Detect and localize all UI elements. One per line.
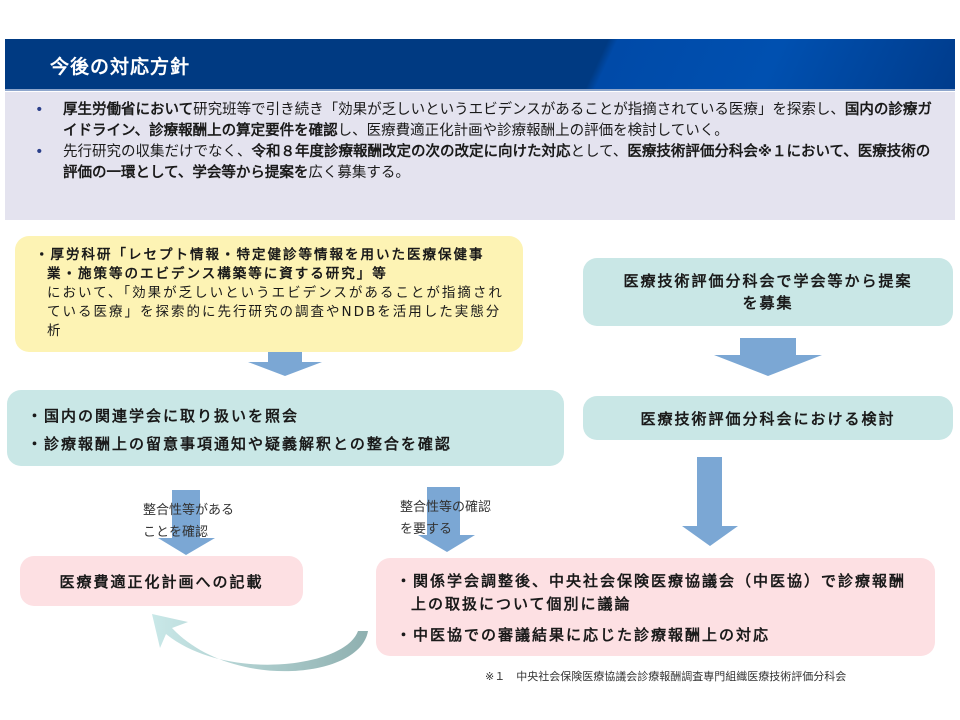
- policy-item: 先行研究の収集だけでなく、令和８年度診療報酬改定の次の改定に向けた対応として、医…: [35, 142, 935, 184]
- arrow-down-icon: [682, 457, 738, 546]
- research-description: において、「効果が乏しいというエビデンスがあることが指摘されている医療」を探索的…: [47, 285, 504, 339]
- research-box: ・厚労科研「レセプト情報・特定健診等情報を用いた医療保健事業・施策等のエビデンス…: [15, 236, 523, 352]
- confirmation-required-label: 整合性等の確認を要する: [400, 500, 492, 537]
- emphasis-text: 国内の診療ガイドライン、診療報酬上の算定要件を確認: [63, 102, 932, 139]
- policy-item: 厚生労働省において研究班等で引き続き「効果が乏しいというエビデンスがあることが指…: [35, 100, 935, 142]
- body-text: 先行研究の収集だけでなく、: [63, 144, 252, 160]
- body-text: 広く募集する。: [308, 165, 410, 181]
- footnote: ※１ 中央社会保険医療協議会診療報酬調査専門組織医療技術評価分科会: [485, 670, 847, 683]
- society-inquiry-box: ・国内の関連学会に取り扱いを照会 ・診療報酬上の留意事項通知や疑義解釈との整合を…: [7, 390, 564, 466]
- policy-summary: 厚生労働省において研究班等で引き続き「効果が乏しいというエビデンスがあることが指…: [5, 92, 955, 220]
- plan-box: 医療費適正化計画への記載: [20, 556, 303, 606]
- review-text: 医療技術評価分科会における検討: [640, 409, 896, 428]
- page-title: 今後の対応方針: [50, 56, 191, 78]
- body-text: し、医療費適正化計画や診療報酬上の評価を検討していく。: [337, 123, 729, 139]
- arrow-down-icon: [418, 487, 475, 552]
- plan-text: 医療費適正化計画への記載: [59, 572, 264, 591]
- proposal-call-text: 医療技術評価分科会で学会等から提案を募集: [623, 272, 913, 312]
- arrow-down-icon: [248, 352, 322, 376]
- consistency-confirmed-label: 整合性等があることを確認: [143, 503, 235, 540]
- emphasis-text: 医療技術評価分科会※１において、医療技術の評価の一環として、学会等から提案を: [63, 144, 931, 181]
- chuikyo-box: ・関係学会調整後、中央社会保険医療協議会（中医協）で診療報酬上の取扱について個別…: [376, 558, 935, 656]
- arrow-down-icon: [158, 490, 215, 555]
- inquiry-item: ・診療報酬上の留意事項通知や疑義解釈との整合を確認: [27, 435, 452, 453]
- research-title: ・厚労科研「レセプト情報・特定健診等情報を用いた医療保健事業・施策等のエビデンス…: [35, 247, 485, 282]
- review-box: 医療技術評価分科会における検討: [583, 396, 953, 440]
- arrow-down-icon: [714, 338, 822, 376]
- body-text: として、: [570, 144, 628, 160]
- emphasis-text: 令和８年度診療報酬改定の次の改定に向けた対応: [251, 144, 571, 160]
- header-bar: 今後の対応方針: [5, 39, 955, 91]
- chuikyo-item: ・関係学会調整後、中央社会保険医療協議会（中医協）で診療報酬上の取扱について個別…: [396, 572, 907, 613]
- inquiry-item: ・国内の関連学会に取り扱いを照会: [27, 407, 300, 425]
- proposal-call-box: 医療技術評価分科会で学会等から提案を募集: [583, 258, 953, 326]
- curved-return-arrow-icon: [152, 614, 368, 672]
- emphasis-text: 厚生労働省において: [63, 102, 194, 118]
- chuikyo-item: ・中医協での審議結果に応じた診療報酬上の対応: [396, 626, 771, 644]
- body-text: 研究班等で引き続き「効果が乏しいというエビデンスがあることが指摘されている医療」…: [193, 102, 845, 118]
